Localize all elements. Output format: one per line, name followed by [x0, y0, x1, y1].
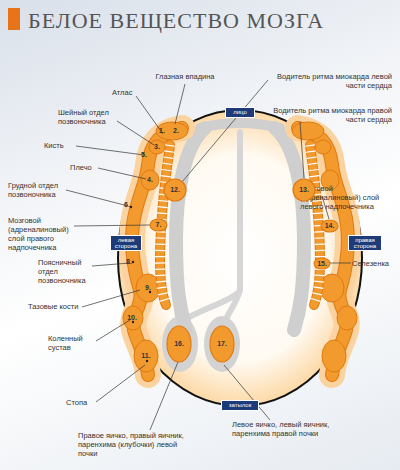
white-matter-bridge [200, 123, 280, 128]
circle-fill [321, 220, 338, 232]
zone-circle: 13. [292, 178, 316, 202]
circle-fill [150, 219, 167, 231]
callout-label: Мозговой (адреналиновый) слой правого на… [8, 216, 86, 252]
callout-number: 5. [138, 151, 150, 158]
leader-line [66, 190, 128, 206]
leader-line [150, 362, 178, 430]
callout-label: Коленный сустав [48, 334, 98, 352]
callout-number: 8. [123, 258, 135, 265]
callout-label: Селезенка [352, 259, 397, 268]
callout-number: 9. [142, 284, 154, 291]
circle-fill [314, 258, 330, 269]
leader-line [96, 365, 145, 402]
leader-line [300, 122, 304, 178]
leader-line [92, 263, 130, 266]
marker-dot [132, 321, 134, 323]
callout-number: 2. [170, 127, 182, 134]
callout-label: Правое яичко, правый яичник, паренхима (… [78, 431, 196, 458]
marker-dot [149, 291, 151, 293]
circle-fill [210, 326, 234, 362]
leader-lines [66, 80, 351, 430]
right-hemisphere [275, 122, 357, 375]
callout-label: Водитель ритма миокарда левой части серд… [262, 72, 392, 90]
callout-label: Тазовые кости [28, 302, 88, 311]
callout-number: 15. [317, 260, 327, 267]
title-bullet [8, 8, 20, 30]
callout-label: Грудной отдел позвоночника [8, 181, 68, 199]
callout-number: 11. [138, 352, 154, 359]
leader-line [96, 320, 130, 341]
leader-line [76, 146, 144, 155]
box-fill [111, 236, 142, 251]
marker-dot [130, 206, 132, 208]
circle-fill [293, 179, 315, 201]
zone-circle: 16. [166, 325, 192, 363]
callout-label: Левое яичко, левый яичник, паренхима пра… [232, 420, 362, 438]
leader-line [82, 290, 140, 307]
callout-label: Поясничный отдел позвоночника [38, 258, 98, 285]
callout-number: 17. [217, 340, 227, 347]
callout-number: 12. [170, 186, 180, 193]
circle-fill [164, 179, 186, 201]
orientation-box: затылок [221, 400, 259, 411]
box-label: левая сторона [110, 237, 142, 250]
callout-number: 7. [156, 221, 162, 228]
diagram-title: БЕЛОЕ ВЕЩЕСТВО МОЗГА [28, 8, 324, 34]
callout-number: 6. [121, 201, 133, 208]
leader-line [182, 80, 268, 182]
leader-line [117, 121, 154, 145]
callout-label: Атлас [112, 88, 146, 97]
callout-number: 10. [124, 314, 140, 321]
box-label: правая сторона [348, 237, 382, 250]
leader-line [224, 365, 270, 420]
leader-line [74, 225, 150, 226]
callout-number: 1. [156, 127, 168, 134]
callout-number: 4. [144, 176, 156, 183]
orientation-box: левая сторона [110, 235, 142, 251]
callout-label: Водитель ритма миокарда правой части сер… [268, 106, 392, 124]
zone-circle: 15. [313, 257, 331, 270]
leader-line [175, 84, 185, 124]
marker-dots [130, 206, 151, 362]
leader-line [136, 96, 163, 134]
leader-line [330, 263, 351, 264]
callout-number: 16. [174, 340, 184, 347]
marker-dot [146, 360, 148, 362]
brain-outline [118, 110, 362, 406]
callout-number: 3. [151, 143, 163, 150]
orientation-box: лицо [225, 107, 255, 118]
callout-label: Кисть [44, 141, 78, 150]
box-fill [349, 236, 382, 251]
white-matter-lobe [204, 316, 240, 372]
zone-circle: 17. [209, 325, 235, 363]
callout-label: Шейный отдел позвоночника [58, 108, 118, 126]
callout-label: Плечо [70, 163, 104, 172]
box-label: лицо [233, 109, 247, 115]
orientation-box: правая сторона [348, 235, 382, 251]
box-label: затылок [229, 402, 252, 408]
zone-circle: 12. [163, 178, 187, 202]
callout-number: 14. [325, 222, 335, 229]
leader-line [98, 168, 146, 179]
zone-circle: 7. [149, 218, 168, 232]
callout-label: Глазная впадина [145, 72, 225, 81]
circle-fill [167, 326, 191, 362]
box-fill [222, 401, 259, 411]
zone-circle: 14. [320, 219, 339, 233]
marker-dot [132, 261, 134, 263]
callout-number: 13. [299, 186, 309, 193]
box-fill [226, 108, 255, 118]
callout-label: Стопа [66, 398, 100, 407]
